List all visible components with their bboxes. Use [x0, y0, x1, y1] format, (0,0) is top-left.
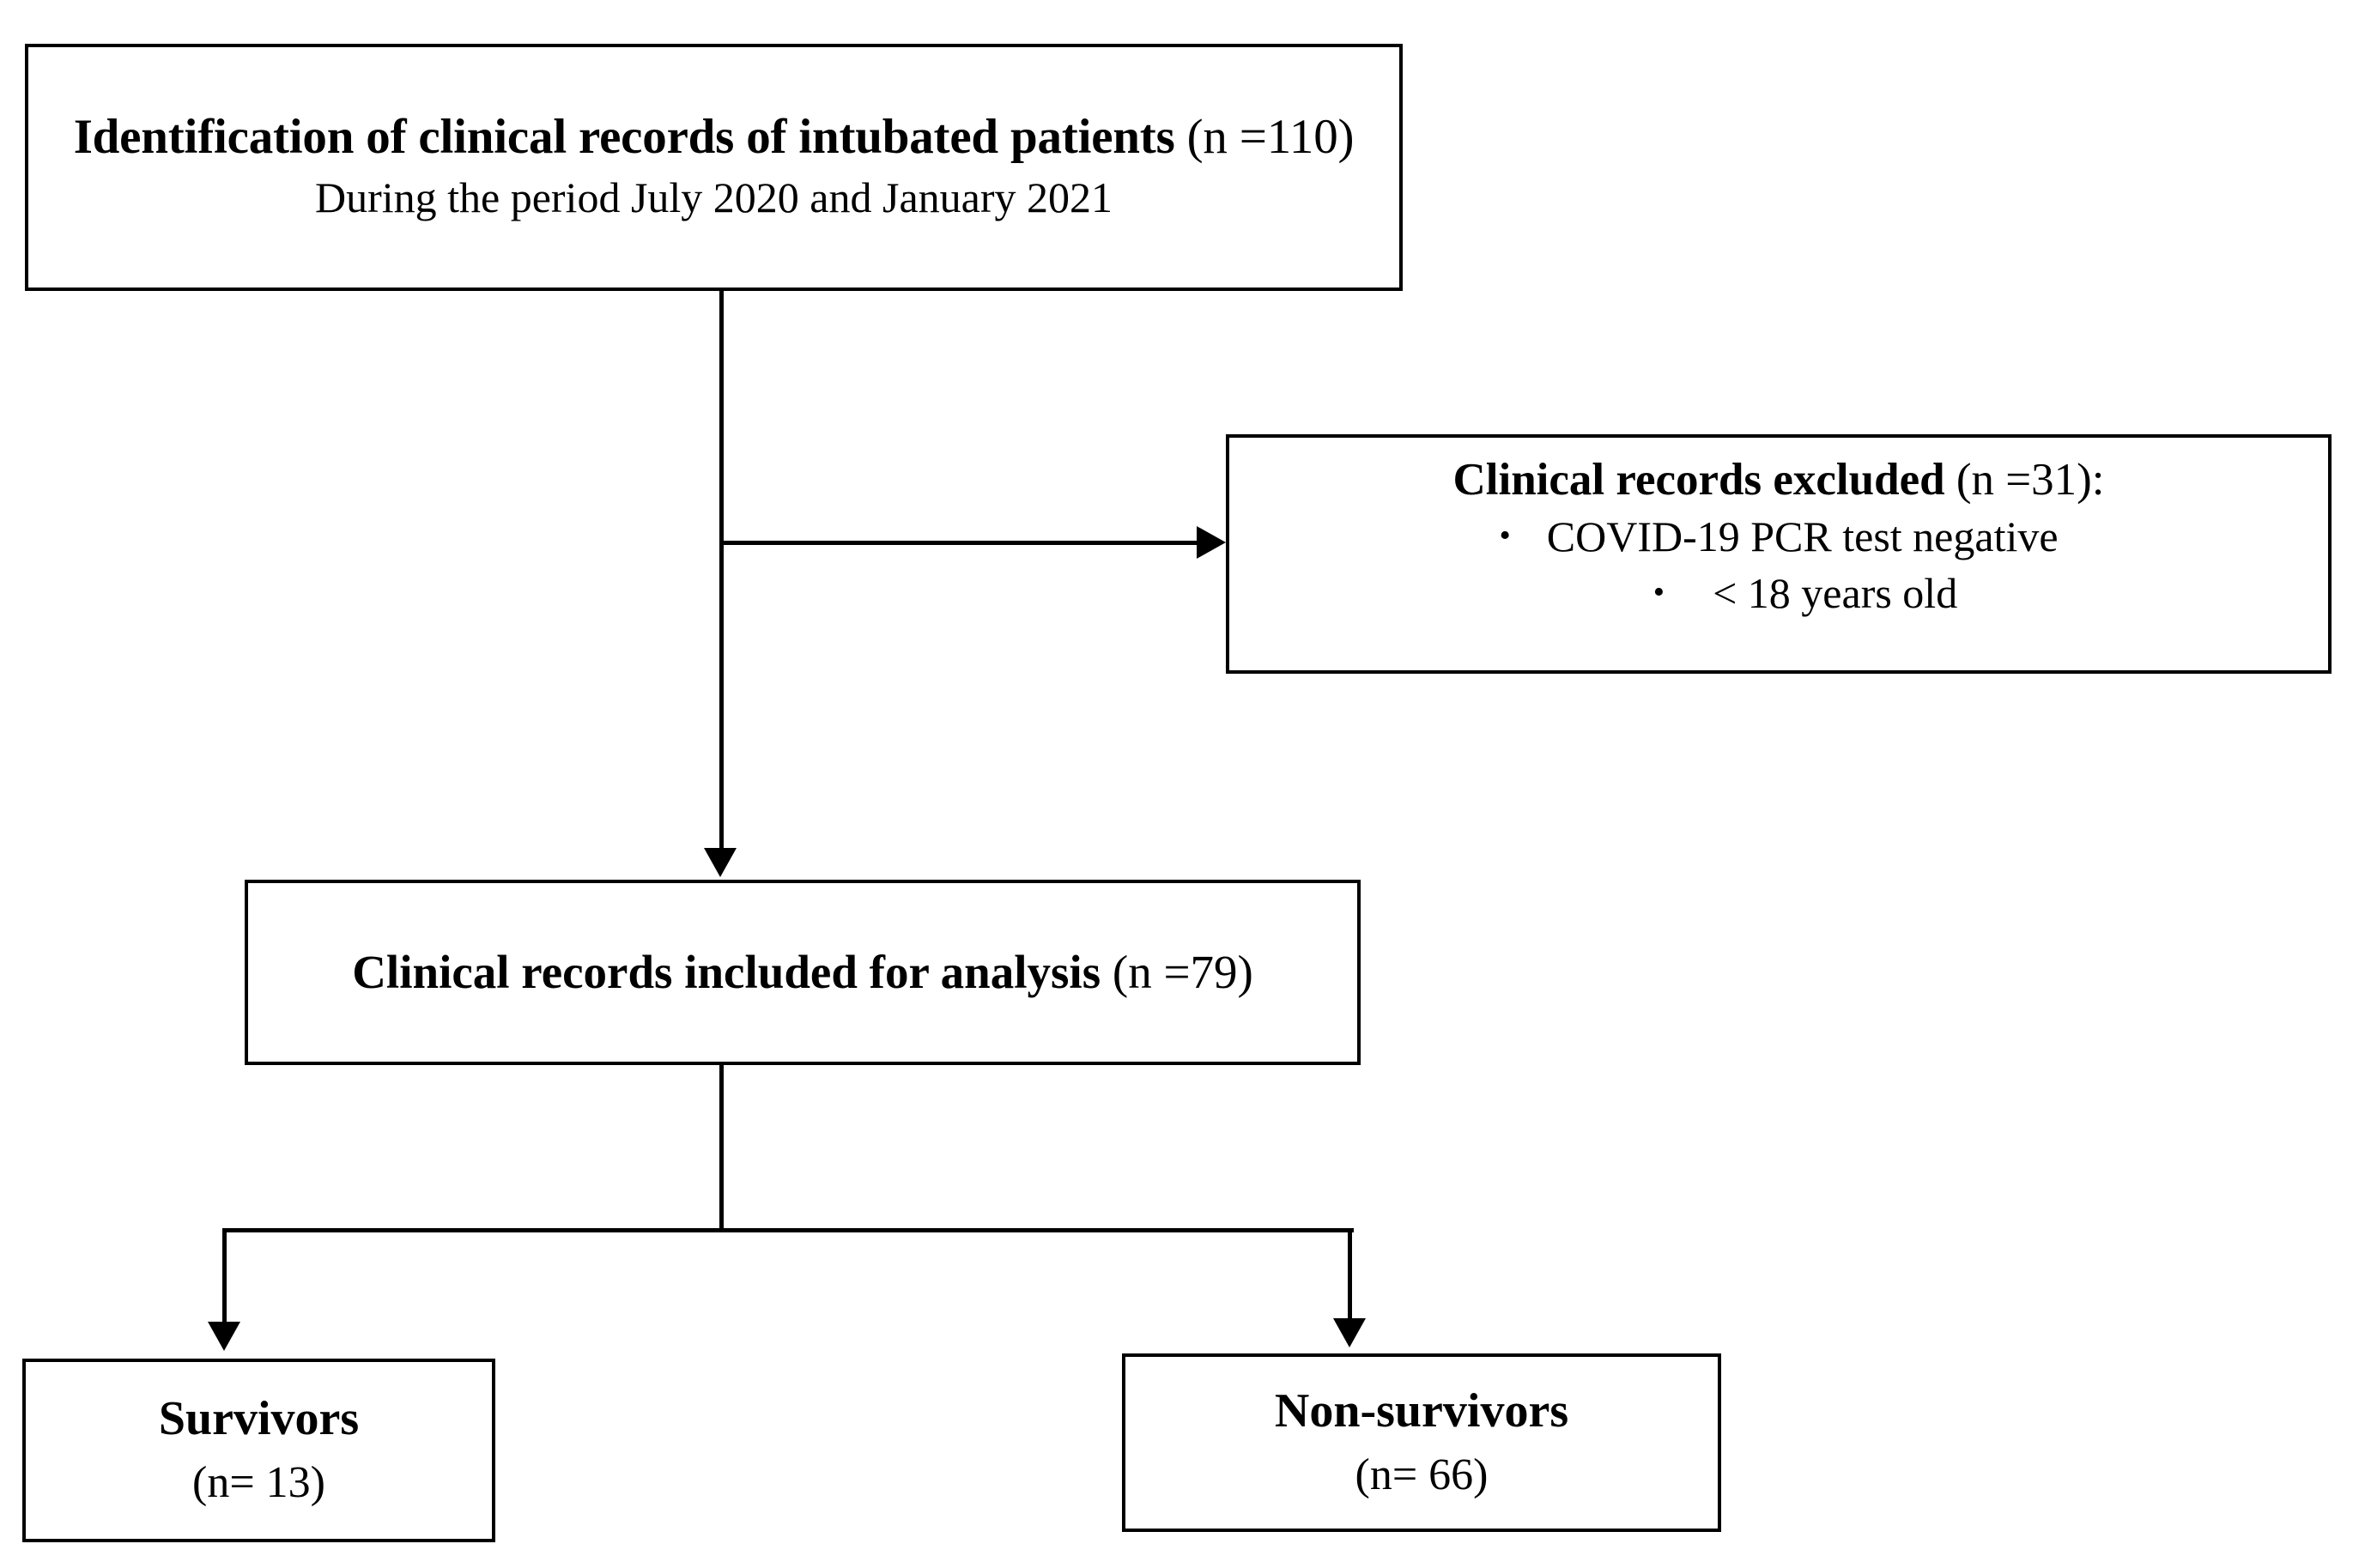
connector-survivors-arrowhead-icon: [208, 1322, 240, 1351]
connector-survivors-drop: [222, 1228, 227, 1328]
connector-nonsurvivors-drop: [1348, 1228, 1352, 1324]
list-item: • < 18 years old: [1241, 565, 2316, 621]
node-included: Clinical records included for analysis (…: [245, 880, 1361, 1065]
identification-title: Identification of clinical records of in…: [74, 108, 1355, 166]
bullet-icon: •: [1499, 517, 1511, 554]
node-nonsurvivors: Non-survivors (n= 66): [1122, 1353, 1721, 1532]
list-item: • COVID-19 PCR test negative: [1241, 508, 2316, 565]
survivors-title: Survivors: [158, 1391, 360, 1445]
excluded-reason-list: • COVID-19 PCR test negative • < 18 years …: [1241, 508, 2316, 621]
bullet-icon: •: [1652, 573, 1665, 610]
excluded-title: Clinical records excluded (n =31):: [1452, 453, 2104, 508]
connector-main-stem: [719, 291, 724, 851]
excluded-title-bold: Clinical records excluded: [1452, 455, 1945, 505]
included-title-bold: Clinical records included for analysis: [352, 945, 1101, 998]
included-title: Clinical records included for analysis (…: [352, 943, 1253, 1002]
connector-main-arrowhead-icon: [704, 848, 737, 877]
nonsurvivors-count: (n= 66): [1355, 1450, 1489, 1499]
connector-split-stem: [719, 1065, 724, 1232]
node-identification: Identification of clinical records of in…: [25, 44, 1403, 291]
included-count: (n =79): [1112, 945, 1253, 998]
connector-split-bar: [222, 1228, 1354, 1232]
identification-subtitle: During the period July 2020 and January …: [314, 173, 1113, 221]
node-excluded: Clinical records excluded (n =31): • COVI…: [1226, 434, 2332, 674]
connector-nonsurvivors-arrowhead-icon: [1333, 1318, 1366, 1347]
survivors-count: (n= 13): [192, 1457, 325, 1507]
identification-count: (n =110): [1186, 110, 1355, 165]
node-survivors: Survivors (n= 13): [22, 1359, 495, 1542]
connector-excluded-stem: [721, 541, 1212, 545]
excluded-count: (n =31):: [1956, 455, 2105, 505]
connector-excluded-arrowhead-icon: [1197, 526, 1226, 559]
excluded-reason-text: COVID-19 PCR test negative: [1546, 512, 2059, 560]
excluded-reason-text: < 18 years old: [1713, 568, 1958, 617]
nonsurvivors-title: Non-survivors: [1274, 1383, 1569, 1438]
identification-title-bold: Identification of clinical records of in…: [73, 110, 1175, 165]
